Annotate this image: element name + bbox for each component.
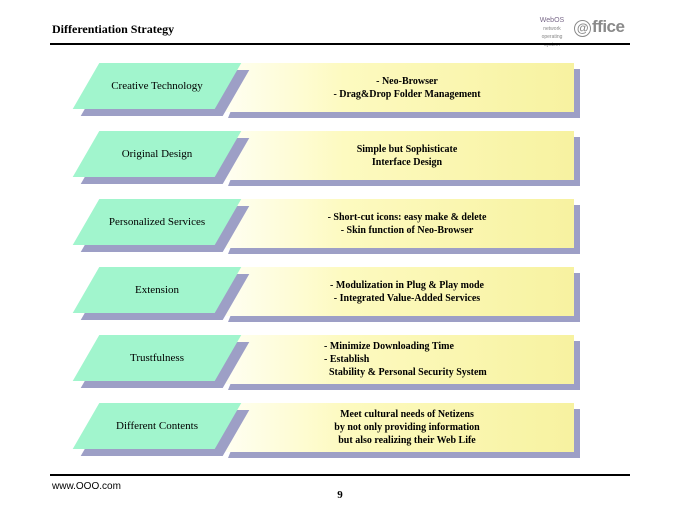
description-line: - Integrated Value-Added Services [333, 292, 481, 304]
description-line: - Short-cut icons: easy make & delete [327, 211, 487, 223]
description-line: - Minimize Downloading Time [324, 341, 454, 352]
office-logo-text: ffice [592, 17, 625, 36]
strategy-label: Extension [135, 284, 179, 296]
description-line: Meet cultural needs of Netizens [340, 409, 474, 420]
description-text: Meet cultural needs of Netizens by not o… [240, 403, 574, 452]
description-line: - Drag&Drop Folder Management [333, 88, 481, 100]
webos-logo-text: WebOS [539, 17, 565, 24]
description-box [220, 131, 574, 180]
description-line: but also realizing their Web Life [338, 435, 476, 446]
strategy-label: Creative Technology [111, 80, 203, 92]
description-text: - Neo-Browser - Drag&Drop Folder Managem… [240, 63, 574, 112]
office-logo-at: @ [574, 20, 591, 37]
description-box [220, 63, 574, 112]
strategy-row-creative-technology: - Neo-Browser - Drag&Drop Folder Managem… [0, 63, 680, 118]
page-title: Differentiation Strategy [52, 22, 175, 36]
footer-url: www.OOO.com [52, 481, 121, 492]
strategy-label: Trustfulness [130, 352, 184, 364]
office-logo: @ffice [574, 17, 625, 37]
strategy-label: Different Contents [116, 420, 198, 432]
description-text: - Minimize Downloading Time - Establish … [240, 335, 574, 384]
description-text: - Short-cut icons: easy make & delete - … [240, 199, 574, 248]
strategy-label: Personalized Services [108, 216, 206, 228]
footer-divider [50, 474, 630, 476]
description-box [220, 199, 574, 248]
page-number: 9 [337, 489, 343, 501]
description-line: Simple but Sophisticate [356, 143, 458, 155]
description-box [220, 335, 574, 384]
description-line: - Modulization in Plug & Play mode [330, 279, 484, 291]
webos-logo-tagline: network operating system [541, 26, 563, 48]
description-box [220, 267, 574, 316]
description-box [220, 403, 574, 452]
strategy-label: Original Design [121, 148, 193, 160]
webos-logo: WebOS network operating system [538, 17, 566, 49]
description-line: Interface Design [371, 156, 443, 168]
description-line: Stability & Personal Security System [324, 367, 487, 378]
strategy-row-trustfulness: - Minimize Downloading Time - Establish … [0, 335, 680, 390]
description-text: Simple but Sophisticate Interface Design [240, 131, 574, 180]
header-divider [50, 43, 630, 45]
description-line: - Establish [324, 354, 370, 365]
strategy-row-different-contents: Meet cultural needs of Netizens by not o… [0, 403, 680, 458]
description-line: - Neo-Browser [376, 75, 438, 87]
description-line: - Skin function of Neo-Browser [340, 224, 474, 236]
strategy-row-original-design: Simple but Sophisticate Interface Design… [0, 131, 680, 186]
strategy-row-extension: - Modulization in Plug & Play mode - Int… [0, 267, 680, 322]
description-text: - Modulization in Plug & Play mode - Int… [240, 267, 574, 316]
description-line: by not only providing information [334, 422, 480, 433]
strategy-row-personalized-services: - Short-cut icons: easy make & delete - … [0, 199, 680, 254]
